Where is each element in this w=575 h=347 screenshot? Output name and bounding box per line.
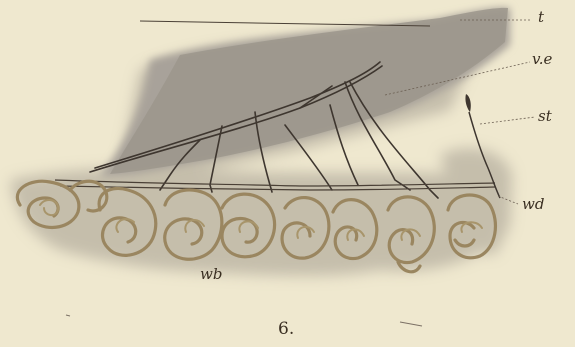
figure-number: 6. — [278, 321, 294, 338]
label-st: st — [538, 109, 552, 124]
label-t: t — [538, 10, 544, 25]
label-wb: wb — [200, 267, 222, 282]
label-ve: v.e — [532, 52, 552, 67]
label-wd: wd — [522, 197, 544, 212]
